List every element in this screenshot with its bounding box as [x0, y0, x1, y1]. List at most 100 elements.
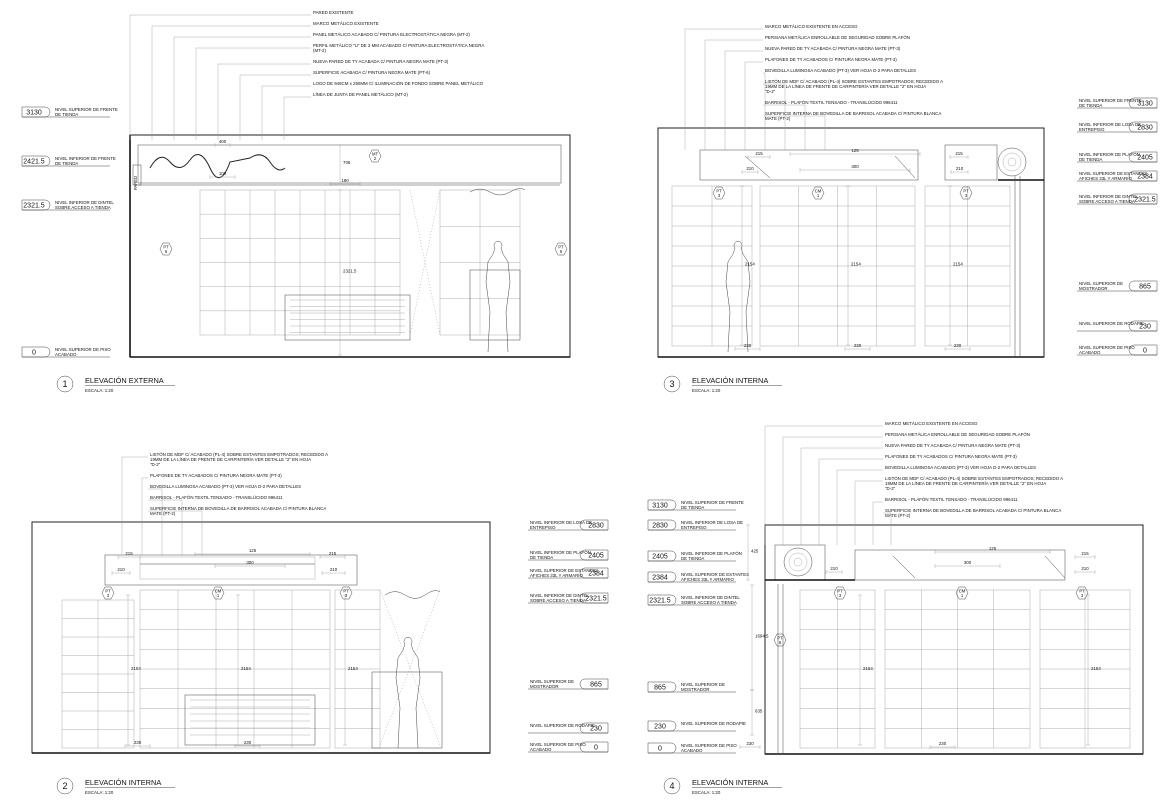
edge-label: PARED [133, 176, 138, 190]
view-scale: ESCALA: 1:20 [692, 388, 721, 393]
dimension-label: 125 [249, 548, 257, 553]
level-value: 2321.5 [23, 203, 45, 210]
view-title: ELEVACIÓN EXTERNA [85, 376, 164, 385]
drawing-rect [764, 524, 1144, 755]
drawing-rect [184, 694, 316, 746]
finish-tag-code: PT [343, 589, 349, 594]
finish-tag [833, 586, 847, 600]
note-line: AFICHES 33L Y ARMARIO [530, 573, 583, 578]
view-title: ELEVACIÓN INTERNA [692, 376, 768, 385]
drawing-rect [854, 549, 1066, 581]
note-line: BOVEDILLA LUMINOSA ACABADO (PT-3) VER HO… [150, 484, 301, 489]
finish-tag [368, 149, 382, 163]
note-line: NIVEL SUPERIOR DE RODAPIE [1079, 321, 1144, 326]
dimension-label: 300 [851, 164, 859, 169]
callout-note: MARCO METÁLICO EXISTENTE [313, 21, 379, 26]
note-line: PLAFONES DE TY ACABADOS C/ PINTURA NEGRA… [765, 57, 897, 62]
note-line: NIVEL SUPERIOR DE RODAPIE [681, 721, 746, 726]
logo-script [149, 154, 286, 178]
note-line: DE TIENDA [1079, 157, 1102, 162]
dimension-label: 2154 [863, 666, 873, 671]
dimension-label: 425 [751, 549, 759, 554]
note-line: ENTREPISO [681, 525, 707, 530]
finish-tag-code: PT [777, 636, 783, 641]
dimension-label: 2154 [131, 666, 141, 671]
note-line: NIVEL SUPERIOR DE FRENTE [1079, 98, 1142, 103]
callout-note: BOVEDILLA LUMINOSA ACABADO (PT-3) VER HO… [765, 68, 916, 73]
roller-shutter-drum-inner [788, 552, 808, 572]
finish-tag [959, 186, 973, 200]
finish-tag-code: MT [372, 152, 378, 157]
finish-tag-code: PT [1079, 589, 1085, 594]
dimension-label: 400 [219, 139, 227, 144]
dimension-label: 300 [246, 560, 254, 565]
level-value: 2421.5 [23, 159, 45, 166]
dimension-label: 210 [117, 567, 125, 572]
dimension-label: 635 [755, 709, 763, 714]
callout-note: PERFIL METÁLICO "U" DE 3 MM ACABADO C/ P… [313, 43, 484, 53]
finish-tag-index: 3 [1081, 593, 1084, 598]
note-line: NIVEL INFERIOR DE DINTEL [681, 595, 740, 600]
level-value: 865 [654, 685, 666, 692]
dimension-label: 2154 [851, 262, 861, 267]
drawing-line [744, 155, 771, 179]
callout-note: MARCO METÁLICO EXISTENTE EN ACCESO [885, 421, 978, 426]
level-value: 2830 [652, 523, 668, 530]
callout-note: LÍNEA DE JUNTA DE PANEL METÁLICO (MT-2) [313, 92, 408, 97]
note-line: MARCO METÁLICO EXISTENTE EN ACCESO [765, 24, 858, 29]
view-number-circle [56, 375, 74, 393]
level-value: 0 [32, 350, 36, 357]
level-tag [647, 742, 677, 754]
level-label: NIVEL SUPERIOR DE RODAPIE [681, 721, 746, 726]
callout-note: LISTÓN DE MDF C/ ACABADO (PL-4) SOBRE ES… [885, 476, 1063, 491]
note-line: NIVEL SUPERIOR DE [681, 682, 725, 687]
drawing-rect [284, 294, 411, 341]
dimension-label: 2154 [953, 262, 963, 267]
finish-tag-code: CM [215, 589, 222, 594]
callout-note: BOVEDILLA LUMINOSA ACABADO (PT-3) VER HO… [885, 465, 1036, 470]
callout-note: BARRISOL - PLAFÓN TEXTIL TENSADO - TRANS… [885, 497, 1018, 502]
finish-tag-index: 6 [165, 249, 168, 254]
drawing-rect [944, 144, 998, 181]
note-line: MATE (PT-2) [885, 513, 911, 518]
view-scale: ESCALA: 1:20 [85, 388, 114, 393]
view-title: ELEVACIÓN INTERNA [85, 778, 161, 787]
note-line: PLAFONES DE TY ACABADOS C/ PINTURA NEGRA… [150, 473, 282, 478]
dimension-label: 1694.5 [755, 634, 769, 639]
finish-tag-index: 1 [217, 593, 220, 598]
note-line: SOBRE ACCESO A TIENDA [1079, 199, 1135, 204]
note-line: NUEVA PARED DE TY ACABADA C/ PINTURA NEG… [885, 443, 1021, 448]
level-value: 2321.5 [585, 596, 607, 603]
note-line: NIVEL INFERIOR DE DINTEL [55, 200, 114, 205]
note-line: ENTREPISO [1079, 127, 1105, 132]
callout-note: BOVEDILLA LUMINOSA ACABADO (PT-3) VER HO… [150, 484, 301, 489]
finish-tag-index: 3 [345, 593, 348, 598]
level-value: 3130 [652, 503, 668, 510]
dimension-label: 210 [1081, 566, 1089, 571]
finish-tag-code: PT [105, 589, 111, 594]
note-line: NIVEL INFERIOR DE PLAFÓN [530, 550, 591, 555]
dimension-label: 230 [244, 740, 252, 745]
note-line: AFICHES 33L Y ARMARIO [1079, 176, 1132, 181]
dimension-label: 210 [830, 566, 838, 571]
note-line: SOBRE ACCESO A TIENDA [530, 598, 586, 603]
note-line: BARRISOL - PLAFÓN TEXTIL TENSADO - TRANS… [765, 100, 898, 105]
dimension-label: 215 [755, 151, 763, 156]
dimension-label: 210 [956, 166, 964, 171]
view-title: ELEVACIÓN INTERNA [692, 778, 768, 787]
drawing-rect [371, 671, 443, 749]
level-value: 0 [594, 745, 598, 752]
level-value: 2384 [588, 571, 604, 578]
